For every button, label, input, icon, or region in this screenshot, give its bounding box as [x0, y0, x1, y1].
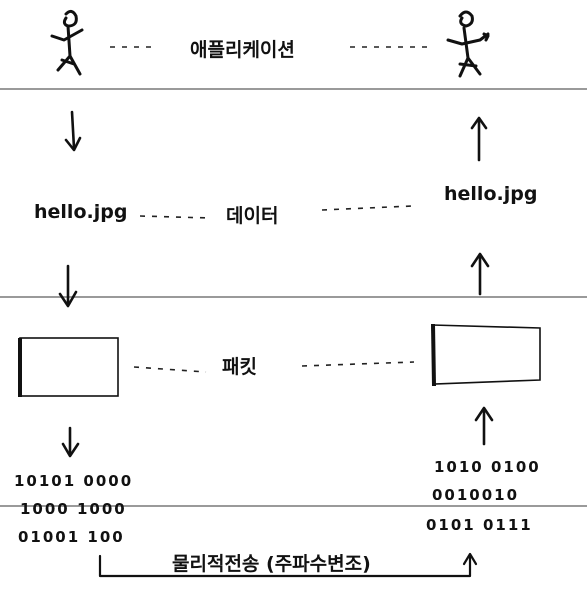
bits-right-row-3: 0101 0111 [426, 516, 533, 534]
receiver-person-icon [446, 10, 490, 78]
up-arrow-icon [470, 252, 490, 296]
data-link-left [139, 215, 211, 219]
application-layer-label: 애플리케이션 [190, 39, 295, 61]
bits-right-row-1: 1010 0100 [434, 458, 541, 476]
data-link-right [321, 205, 413, 211]
data-layer-label: 데이터 [226, 205, 278, 227]
file-label-right: hello.jpg [444, 183, 537, 205]
bits-left-row-3: 01001 100 [18, 528, 125, 546]
down-arrow-icon [61, 426, 80, 458]
bits-right-row-2: 0010010 [432, 486, 519, 504]
packet-box-left [18, 337, 119, 397]
physical-layer-label: 물리적전송 (주파수변조) [172, 553, 371, 575]
down-arrow-icon [64, 110, 82, 152]
physical-transmission-path [98, 552, 478, 578]
up-arrow-icon [470, 116, 488, 162]
sender-person-icon [50, 9, 84, 76]
bits-left-row-2: 1000 1000 [20, 500, 127, 518]
up-arrow-icon [474, 406, 494, 446]
packet-link-left [133, 366, 207, 373]
bits-left-row-1: 10101 0000 [14, 472, 133, 490]
file-label-left: hello.jpg [34, 201, 127, 223]
packet-link-right [301, 361, 415, 367]
packet-layer-label: 패킷 [222, 356, 257, 378]
down-arrow-icon [58, 264, 78, 308]
packet-box-right [431, 323, 541, 387]
